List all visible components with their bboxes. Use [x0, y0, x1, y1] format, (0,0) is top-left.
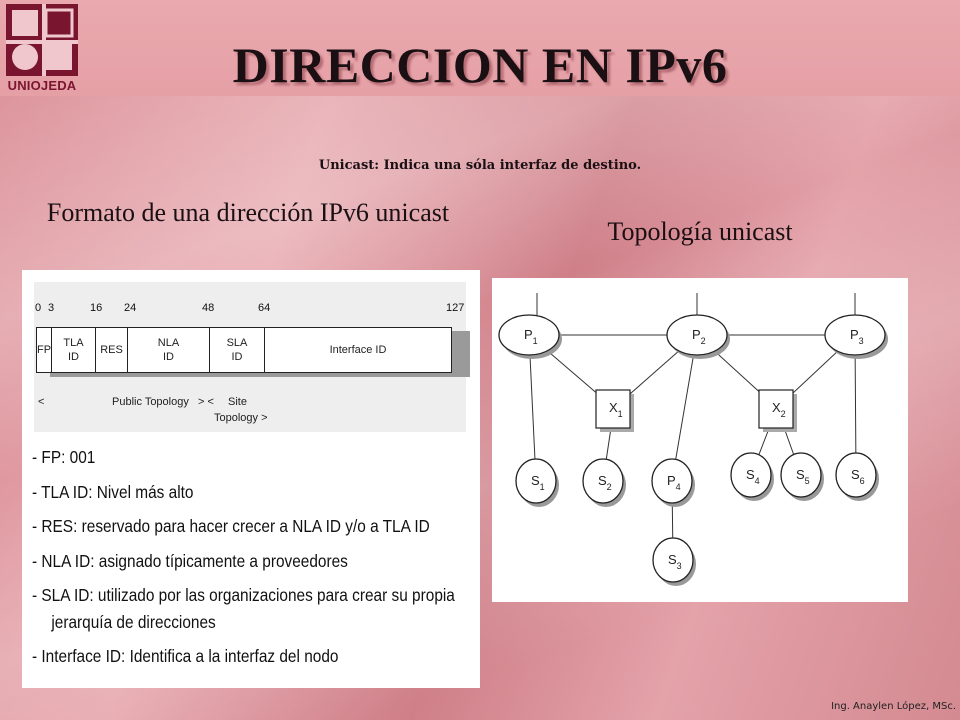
- right-header: Topología unicast: [607, 217, 793, 246]
- field-res: RES: [95, 327, 128, 373]
- node-s2: S2: [582, 458, 626, 507]
- slide-subtitle: Unicast: Indica una sóla interfaz de des…: [318, 158, 642, 173]
- bit-tick: 64: [258, 302, 271, 314]
- node-s4: S4: [730, 452, 774, 501]
- uniojeda-logo-icon: [6, 4, 78, 76]
- author-footer: Ing. Anaylen López, MSc.: [831, 701, 956, 712]
- link-P2-P4: [671, 334, 698, 482]
- node-s1: S1: [515, 458, 559, 507]
- topology-divider: > <: [198, 396, 214, 408]
- field-interface-id: Interface ID: [264, 327, 452, 373]
- bit-tick: 24: [124, 302, 137, 314]
- description-item: - RES: reservado para hacer crecer a NLA…: [32, 516, 430, 536]
- public-topology-label: Public Topology: [112, 396, 189, 408]
- bit-tick: 127: [446, 302, 465, 314]
- node-s3: S3: [652, 537, 696, 586]
- left-header: Formato de una dirección IPv6 unicast: [46, 198, 450, 227]
- description-item: - TLA ID: Nivel más alto: [32, 481, 194, 502]
- description-item-continuation: jerarquía de direcciones: [51, 611, 216, 632]
- node-p3: P3: [824, 314, 888, 359]
- field-fp: FP: [36, 327, 52, 373]
- bit-tick: 48: [202, 302, 215, 314]
- node-p4: P4: [651, 458, 695, 507]
- description-item: - FP: 001: [32, 447, 96, 467]
- bit-tick: 3: [48, 302, 55, 314]
- logo-text: UNIOJEDA: [7, 78, 77, 93]
- public-topology-start: <: [38, 396, 45, 408]
- field-descriptions: - FP: 001 - TLA ID: Nivel más alto - RES…: [32, 440, 472, 674]
- bit-tick: 0: [35, 302, 42, 314]
- description-item: - NLA ID: asignado típicamente a proveed…: [32, 550, 348, 571]
- node-p1: P1: [498, 314, 562, 359]
- title-band: [0, 0, 960, 96]
- node-s6: S6: [835, 452, 879, 501]
- description-item: - Interface ID: Identifica a la interfaz…: [32, 646, 339, 666]
- bit-tick: 16: [90, 302, 103, 314]
- node-x1: X1: [595, 389, 634, 432]
- description-item: - SLA ID: utilizado por las organizacion…: [32, 585, 455, 605]
- node-x2: X2: [758, 389, 797, 432]
- node-p2: P2: [666, 314, 730, 359]
- node-s5: S5: [780, 452, 824, 501]
- site-topology-label: Site: [228, 396, 247, 408]
- slide-title: DIRECCION EN IPv6: [232, 37, 728, 93]
- link-P1-S1: [528, 334, 537, 482]
- site-topology-label-2: Topology >: [214, 412, 268, 424]
